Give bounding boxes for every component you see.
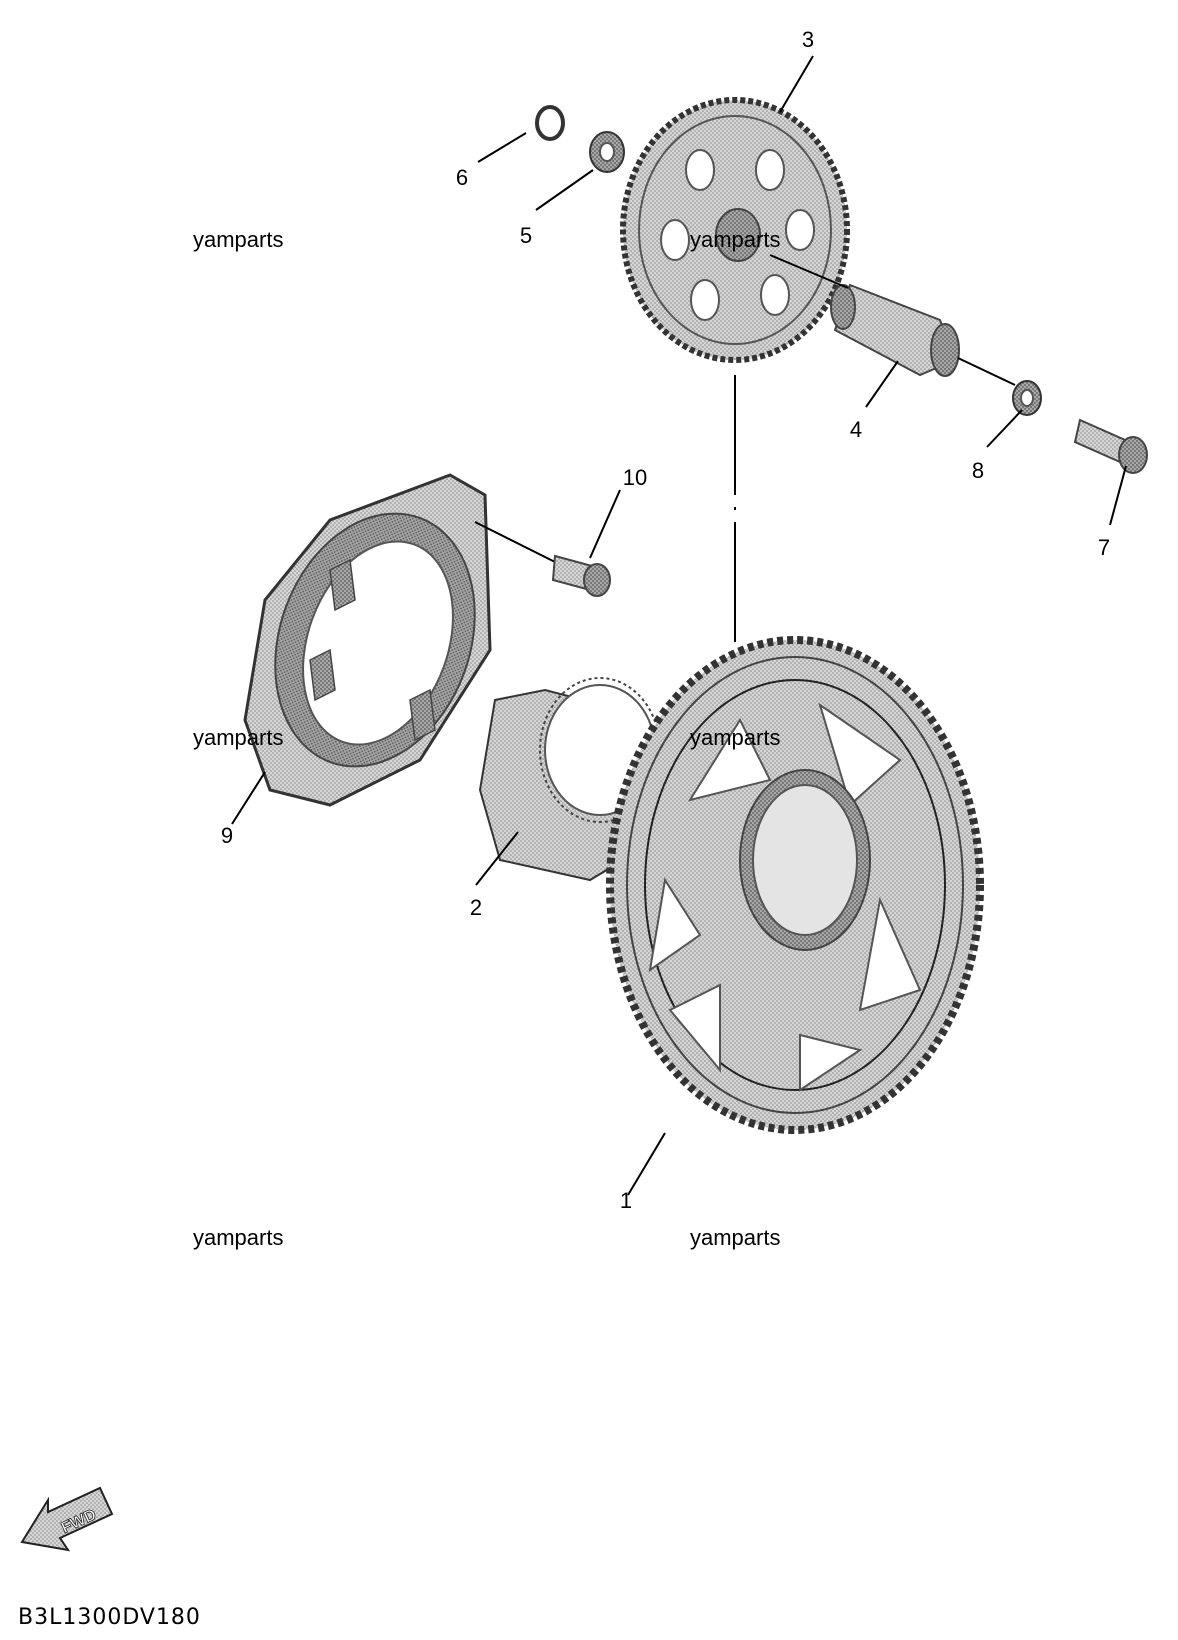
part-6-circlip[interactable] <box>535 105 565 141</box>
part-10-bolt[interactable] <box>551 554 611 597</box>
watermark: yamparts <box>193 1225 283 1250</box>
callout-1: 1 <box>620 1188 632 1213</box>
watermark: yamparts <box>690 1225 780 1250</box>
part-1-gear[interactable] <box>606 636 984 1134</box>
callout-7: 7 <box>1098 535 1110 560</box>
watermark: yamparts <box>193 227 283 252</box>
callout-9: 9 <box>221 823 233 848</box>
fwd-arrow-icon: FWD <box>20 1486 114 1552</box>
watermark: yamparts <box>193 725 283 750</box>
watermark: yamparts <box>690 227 780 252</box>
callout-8: 8 <box>972 458 984 483</box>
part-8-washer[interactable] <box>1012 380 1042 416</box>
callout-3: 3 <box>802 27 814 52</box>
callout-4: 4 <box>850 417 862 442</box>
callout-2: 2 <box>470 895 482 920</box>
part-9-housing[interactable] <box>241 473 508 807</box>
part-3-gear[interactable] <box>620 97 850 363</box>
part-4-shaft[interactable] <box>830 283 960 377</box>
diagram-code: B3L1300DV180 <box>18 1605 201 1630</box>
part-5-washer[interactable] <box>589 131 625 173</box>
part-7-bolt[interactable] <box>1073 418 1148 474</box>
callout-5: 5 <box>520 223 532 248</box>
callout-10: 10 <box>623 465 647 490</box>
watermark: yamparts <box>690 725 780 750</box>
callout-6: 6 <box>456 165 468 190</box>
